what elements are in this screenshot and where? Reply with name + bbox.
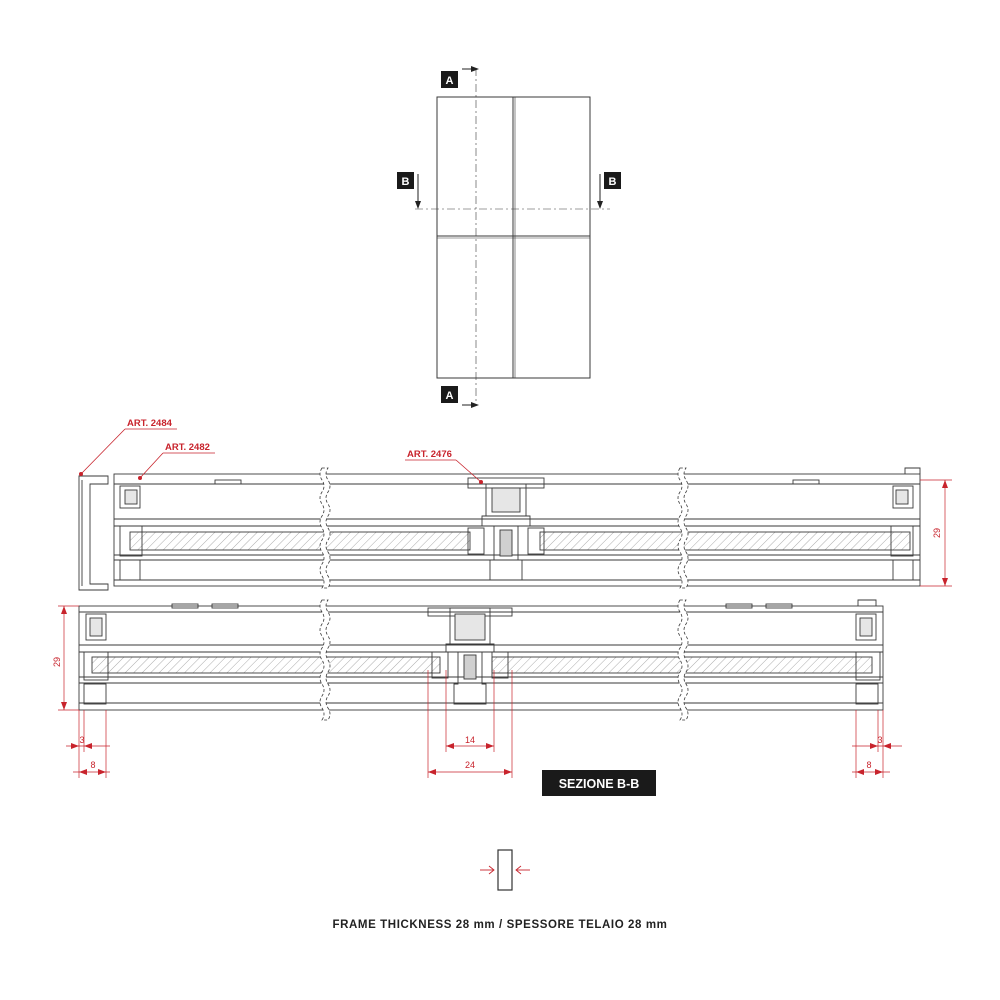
- elevation-view: [415, 68, 610, 406]
- bottom-panel-frame: [78, 605, 884, 711]
- section-top-panel: [78, 467, 921, 591]
- section-b-label-right: B: [609, 176, 617, 188]
- dim-height-top: 29: [932, 528, 942, 538]
- art-2482-label: ART. 2482: [165, 442, 210, 453]
- section-title-badge: SEZIONE B-B: [542, 770, 656, 796]
- dim-right-8: 8: [866, 760, 871, 770]
- top-glass-right: [539, 531, 911, 551]
- dim-mid-14: 14: [465, 735, 475, 745]
- wall-profile-2484: [78, 475, 109, 591]
- frame-thickness-caption: FRAME THICKNESS 28 mm / SPESSORE TELAIO …: [332, 919, 668, 931]
- section-b-marker-right: B: [597, 172, 621, 209]
- bottom-glass-left: [91, 656, 441, 674]
- art-2476-label: ART. 2476: [407, 449, 452, 460]
- section-a-marker-bottom: A: [441, 386, 479, 408]
- section-title: SEZIONE B-B: [559, 777, 640, 791]
- dim-mid-24: 24: [465, 760, 475, 770]
- section-bottom-panel: [78, 599, 884, 711]
- section-a-label-top: A: [446, 75, 454, 87]
- section-a-marker-top: A: [441, 66, 479, 88]
- dim-height-bottom: 29: [52, 657, 62, 667]
- section-b-label-left: B: [402, 176, 410, 188]
- article-callouts: [80, 428, 482, 483]
- top-panel-frame: [113, 473, 921, 587]
- dim-left-3: 3: [79, 735, 84, 745]
- dim-right-3: 3: [877, 735, 882, 745]
- art-2484-label: ART. 2484: [127, 418, 173, 429]
- section-b-marker-left: B: [397, 172, 421, 209]
- frame-thickness-icon: [480, 849, 530, 891]
- section-a-label-bottom: A: [446, 390, 454, 402]
- top-glass-left: [129, 531, 471, 551]
- dimension-lines: [58, 479, 952, 778]
- dim-left-8: 8: [90, 760, 95, 770]
- break-lines: [319, 467, 689, 721]
